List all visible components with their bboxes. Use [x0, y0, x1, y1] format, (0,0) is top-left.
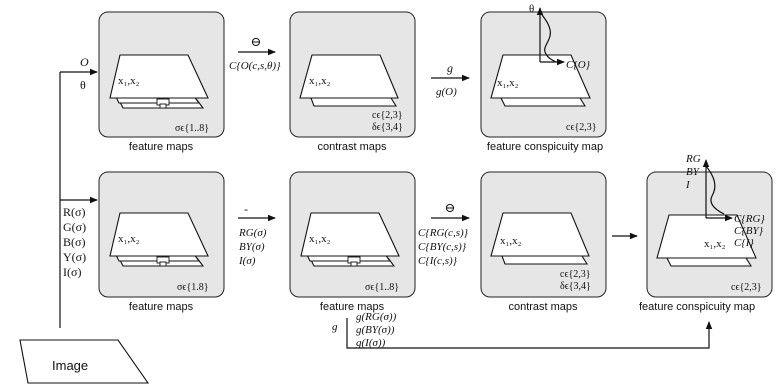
input-trunk [60, 72, 97, 328]
bypass-symbol: g [332, 321, 338, 333]
orientation-contrast-c: cϵ{2,3} [372, 110, 403, 121]
color-opponency-coords: x₁,x₂ [309, 233, 331, 245]
orientation-feature-maps-box: x₁,x₂ σϵ{1..8} [99, 12, 224, 137]
orientation-op2-formula: g(O) [436, 86, 457, 98]
color-conspicuity-curve-by: C{BY} [734, 225, 764, 237]
color-op1-symbol: - [244, 202, 248, 216]
orientation-conspicuity-scale: cϵ{2,3} [566, 122, 597, 133]
color-feature-caption: feature maps [129, 301, 194, 313]
bypass-formula-rg: g(RG(σ)) [356, 311, 397, 323]
color-contrast-d: δϵ{3,4} [560, 281, 591, 292]
orientation-feature-caption: feature maps [129, 141, 194, 153]
orientation-conspicuity-curve-label: C{O} [566, 59, 591, 71]
color-contrast-coords: x₁,x₂ [500, 235, 522, 247]
color-conspicuity-axis-rg: RG [685, 153, 701, 165]
color-input-b: B(σ) [63, 235, 85, 249]
color-contrast-maps-box: x₁,x₂ cϵ{2,3} δϵ{3,4} [481, 172, 606, 297]
color-bypass-path: g g(RG(σ)) g(BY(σ)) g(I(σ)) [332, 311, 709, 349]
orientation-conspicuity-axis-label: θ [529, 3, 534, 15]
orientation-op1-formula: C{O(c,s,θ)} [229, 60, 281, 72]
color-op1-formula-i: I(σ) [238, 255, 256, 267]
color-contrast-caption: contrast maps [508, 301, 578, 313]
color-input-r: R(σ) [63, 205, 85, 219]
orientation-conspicuity-caption: feature conspicuity map [487, 141, 603, 153]
orientation-conspicuity-coords: x₁,x₂ [497, 77, 519, 89]
orientation-contrast-maps-box: x₁,x₂ cϵ{2,3} δϵ{3,4} [290, 12, 415, 137]
color-conspicuity-curve-rg: C{RG} [734, 213, 765, 225]
orientation-input-theta: θ [80, 78, 86, 92]
color-op1-formula-rg: RG(σ) [238, 227, 267, 239]
color-input-g: G(σ) [63, 220, 86, 234]
image-input: Image [20, 340, 148, 383]
color-conspicuity-axis-by: BY [686, 166, 701, 178]
orientation-contrast-d: δϵ{3,4} [372, 122, 403, 133]
color-op2-formula-i: C{I(c,s)} [418, 255, 458, 267]
color-conspicuity-scale: cϵ{2,3} [731, 282, 762, 293]
bypass-arrow [347, 318, 709, 348]
color-op2-formula-rg: C{RG(c,s)} [418, 227, 469, 239]
bypass-formula-i: g(I(σ)) [356, 337, 386, 349]
orientation-feature-coords: x₁,x₂ [118, 75, 140, 87]
orientation-op1-symbol: ⊖ [251, 34, 262, 49]
color-conspicuity-curve-i: C{I} [734, 237, 754, 249]
color-op2-formula-by: C{BY(c,s)} [418, 241, 467, 253]
color-feature-scale: σϵ{1.8} [177, 282, 209, 293]
orientation-feature-scale: σϵ{1..8} [175, 123, 209, 134]
color-feature-maps-box: x₁,x₂ σϵ{1.8} [99, 172, 224, 297]
color-feature-coords: x₁,x₂ [118, 233, 140, 245]
color-contrast-c: cϵ{2,3} [560, 269, 591, 280]
color-conspicuity-caption: feature conspicuity map [639, 301, 755, 313]
color-input-i: I(σ) [63, 265, 81, 279]
color-op1-formula-by: BY(σ) [239, 241, 265, 253]
color-input-y: Y(σ) [63, 250, 86, 264]
orientation-contrast-coords: x₁,x₂ [309, 75, 331, 87]
orientation-conspicuity-map-box: θ C{O} x₁,x₂ cϵ{2,3} [481, 3, 606, 137]
color-op2-symbol: ⊖ [445, 200, 456, 215]
orientation-contrast-caption: contrast maps [317, 141, 387, 153]
orientation-input-o: O [80, 55, 89, 69]
color-opponency-scale: σϵ{1..8} [365, 282, 399, 293]
image-label: Image [52, 358, 88, 373]
color-opponency-maps-box: x₁,x₂ σϵ{1..8} [290, 172, 415, 297]
color-conspicuity-coords: x₁,x₂ [704, 238, 726, 250]
orientation-op2-symbol: g [447, 61, 453, 75]
bypass-formula-by: g(BY(σ)) [356, 324, 395, 336]
